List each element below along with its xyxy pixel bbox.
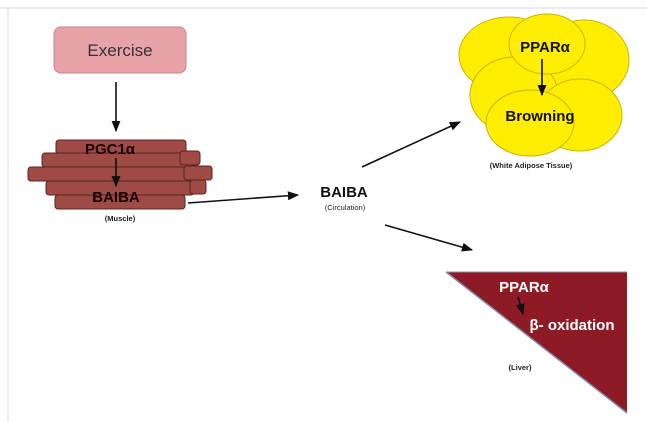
arrow-muscle-to-circulation: [187, 191, 300, 204]
muscle-top-label: PGC1α: [85, 141, 136, 158]
adipose-caption: (White Adipose Tissue): [490, 161, 573, 170]
muscle-caption: (Muscle): [105, 214, 136, 223]
muscle-fiber: [179, 150, 201, 166]
muscle-fiber: [54, 194, 186, 210]
arrow-liver-ppar-to-oxidation: [515, 296, 525, 316]
arrow-circulation-to-adipose: [361, 121, 462, 168]
liver-bottom-label: β- oxidation: [530, 317, 615, 334]
adipose-cluster: PPARα Browning (White Adipose Tissue): [458, 13, 630, 170]
liver-edge: [445, 271, 628, 414]
muscle-bottom-label: BAIBA: [92, 189, 140, 206]
adipose-top-label: PPARα: [520, 39, 571, 56]
arrow-circulation-to-liver: [384, 224, 474, 252]
muscle-bundle: PGC1α BAIBA (Muscle): [27, 139, 213, 223]
muscle-fiber: [183, 165, 213, 181]
adipose-bottom-label: Browning: [505, 108, 574, 125]
circulation-label: BAIBA: [320, 184, 368, 201]
exercise-box-shape: [53, 26, 187, 74]
muscle-fiber: [189, 179, 207, 195]
liver-caption: (Liver): [509, 363, 532, 372]
liver: PPARα β- oxidation (Liver): [445, 271, 628, 414]
circulation-caption: (Circulation): [325, 203, 366, 212]
circulation-node: BAIBA (Circulation): [320, 184, 368, 212]
exercise-box: Exercise: [53, 26, 187, 74]
exercise-label: Exercise: [87, 41, 152, 60]
fat-cell: [508, 13, 586, 75]
liver-top-label: PPARα: [499, 279, 550, 296]
fat-cell: [485, 89, 575, 157]
muscle-fiber: [27, 166, 189, 182]
